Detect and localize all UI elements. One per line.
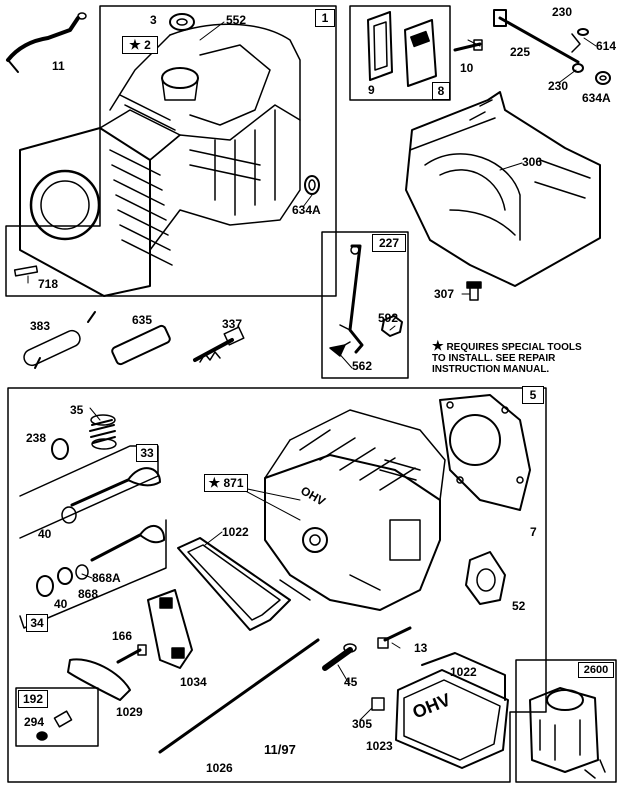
intake-gasket-group [465,551,506,605]
leader-lines [27,21,597,721]
callout-40-a: 40 [38,527,52,541]
callout-10: 10 [460,61,474,75]
callout-337: 337 [222,317,243,331]
callout-9: 9 [368,83,375,97]
callout-1022-top: 1022 [222,525,249,539]
note-line-3: INSTRUCTION MANUAL. [432,364,550,375]
callout-2: 2 [144,38,151,52]
callout-13: 13 [414,641,428,655]
loose-parts-group [23,311,245,369]
callout-227: 227 [372,234,406,252]
special-tool-note: ★ REQUIRES SPECIAL TOOLS TO INSTALL. SEE… [432,338,582,375]
valve-cover-group [371,669,509,769]
bolt-and-tube-group [322,626,412,671]
box-34-frame [19,519,167,629]
valves-group [19,445,166,597]
governor-lever-group [321,231,409,379]
shield-1029 [67,658,131,701]
callout-5: 5 [522,386,544,404]
head-gasket-group [439,394,531,511]
date-code: 11/97 [264,742,296,757]
breather-cover-group [116,589,193,669]
callout-1: 1 [315,9,335,27]
callout-718: 718 [38,277,59,291]
note-line-2: TO INSTALL. SEE REPAIR [432,353,556,364]
callout-635: 635 [132,313,153,327]
star-icon: ★ [432,338,444,353]
callout-166: 166 [112,629,133,643]
callout-868: 868 [78,587,99,601]
callout-225: 225 [510,45,531,59]
callout-562: 562 [352,359,373,373]
callout-238: 238 [26,431,47,445]
callout-230-top: 230 [552,5,573,19]
callout-871-special-tool: ★ 871 [204,474,248,492]
callout-305: 305 [352,717,373,731]
callout-11: 11 [52,59,65,73]
callout-34: 34 [26,614,48,632]
callout-35: 35 [70,403,84,417]
callout-230-mid: 230 [548,79,569,93]
callout-383: 383 [30,319,51,333]
callout-634a-left: 634A [292,203,321,217]
cover-gasket-1022 [421,652,506,701]
callout-3: 3 [150,13,157,27]
callout-868a: 868A [92,571,121,585]
callout-294: 294 [24,715,45,729]
star-icon: ★ [129,37,141,52]
box-2600-group [515,659,617,783]
callout-2600: 2600 [578,662,614,678]
rocker-gasket-group [177,537,291,631]
callout-1026: 1026 [206,761,233,775]
crankcase-group [5,5,337,297]
callout-40-b: 40 [54,597,68,611]
callout-52: 52 [512,599,526,613]
callout-1022-bottom: 1022 [450,665,477,679]
pushrod-1026 [158,638,320,754]
callout-1023: 1023 [366,739,393,753]
box-192-group [15,687,99,747]
cylinder-head-group [264,409,446,611]
governor-shaft-group [493,9,611,85]
callout-592: 592 [378,311,399,325]
callout-1034: 1034 [180,675,207,689]
breather-group [349,5,483,101]
callout-307: 307 [434,287,455,301]
callout-45: 45 [344,675,358,689]
note-line-1: REQUIRES SPECIAL TOOLS [446,342,582,353]
callout-8: 8 [432,82,450,100]
callout-2-special-tool: ★ 2 [122,36,158,54]
callout-1029: 1029 [116,705,143,719]
callout-634a-right: 634A [582,91,611,105]
callout-306: 306 [522,155,543,169]
callout-552: 552 [226,13,247,27]
callout-192: 192 [18,690,48,708]
star-icon: ★ [208,475,221,490]
air-guide-group [405,91,601,301]
callout-7: 7 [530,525,537,539]
callout-871: 871 [223,476,244,490]
cylinder-head-frame [7,387,547,783]
callout-614: 614 [596,39,617,53]
valve-spring-group [51,414,117,460]
callout-33: 33 [136,444,158,462]
